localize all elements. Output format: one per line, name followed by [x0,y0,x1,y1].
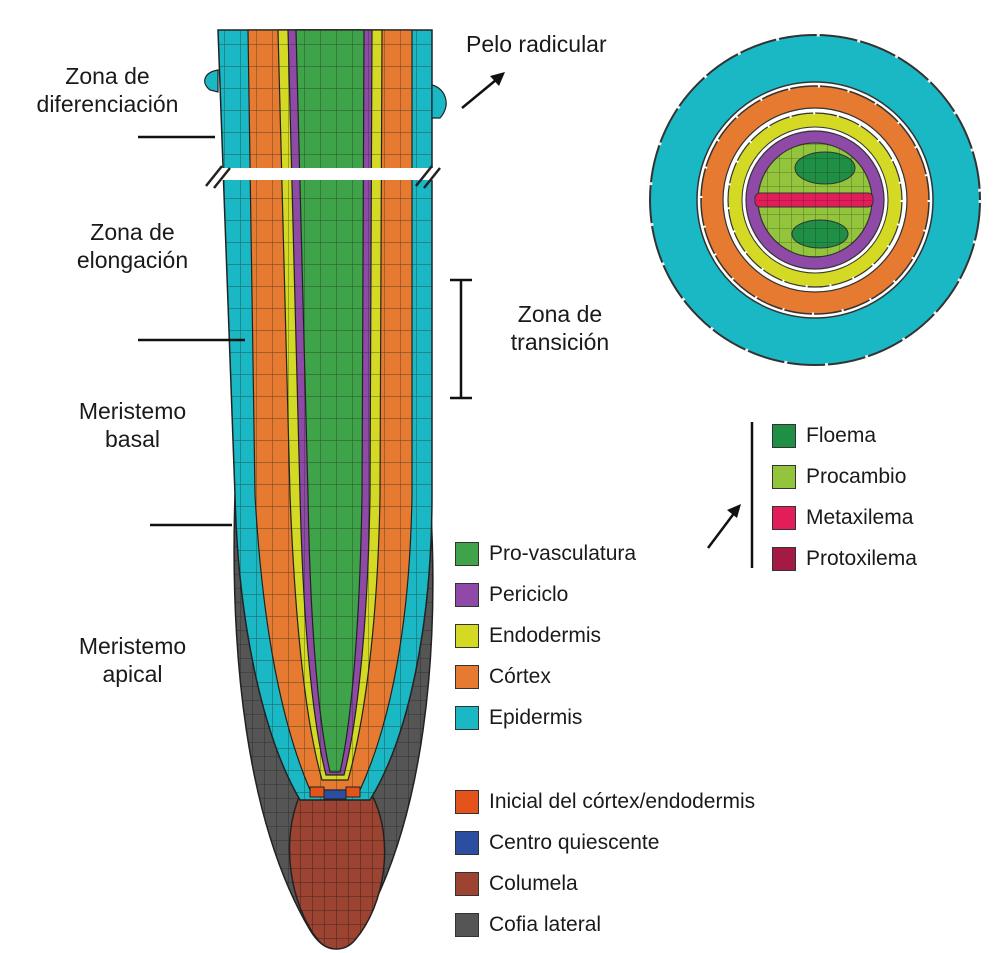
legend-swatch [455,665,479,689]
legend-swatch [455,624,479,648]
legend-item: Inicial del córtex/endodermis [455,790,755,814]
legend-swatch [772,465,796,489]
legend-label: Epidermis [489,706,582,730]
legend-swatch [772,547,796,571]
label-apical-line1: Meristemo [40,632,225,660]
legend-item: Córtex [455,665,551,689]
label-transition-line2: transición [480,328,640,356]
legend-swatch [455,583,479,607]
label-differentiation-zone: Zona de diferenciación [0,62,215,118]
label-basal-meristem: Meristemo basal [40,397,225,453]
legend-label: Periciclo [489,583,568,607]
legend-swatch [455,790,479,814]
label-transition-line1: Zona de [480,300,640,328]
label-basal-line1: Meristemo [40,397,225,425]
cortex-endodermis-initial-left [310,787,324,797]
legend-item: Metaxilema [772,506,913,530]
label-root-hair: Pelo radicular [466,30,607,58]
cross-section [650,35,980,365]
break-gap [210,168,440,180]
legend-label: Pro-vasculatura [489,542,636,566]
legend-swatch [455,706,479,730]
legend-label: Protoxilema [806,547,917,571]
legend-item: Columela [455,872,578,896]
label-elongation-line2: elongación [40,246,225,274]
legend-item: Cofia lateral [455,913,601,937]
label-basal-line2: basal [40,425,225,453]
quiescent-center [324,790,346,799]
legend-item: Periciclo [455,583,568,607]
legend-item: Endodermis [455,624,601,648]
legend-label: Centro quiescente [489,831,659,855]
legend-swatch [455,872,479,896]
label-elongation-zone: Zona de elongación [40,218,225,274]
label-elongation-line1: Zona de [40,218,225,246]
legend-label: Metaxilema [806,506,913,530]
label-apical-line2: apical [40,660,225,688]
legend-label: Córtex [489,665,551,689]
legend-swatch [455,542,479,566]
root-hair-right [432,85,446,118]
label-transition-zone: Zona de transición [480,300,640,356]
legend-swatch [455,913,479,937]
cortex-endodermis-initial-right [346,787,360,797]
label-differentiation-line1: Zona de [0,62,215,90]
label-differentiation-line2: diferenciación [0,90,215,118]
legend-label: Inicial del córtex/endodermis [489,790,755,814]
legend-item: Pro-vasculatura [455,542,636,566]
legend-label: Procambio [806,465,906,489]
legend-label: Columela [489,872,578,896]
legend-item: Centro quiescente [455,831,659,855]
vascular-arrow-head [727,504,741,518]
legend-label: Endodermis [489,624,601,648]
label-apical-meristem: Meristemo apical [40,632,225,688]
legend-item: Floema [772,424,876,448]
legend-swatch [772,506,796,530]
legend-swatch [455,831,479,855]
legend-swatch [772,424,796,448]
legend-item: Protoxilema [772,547,917,571]
legend-item: Procambio [772,465,906,489]
legend-label: Floema [806,424,876,448]
legend-item: Epidermis [455,706,582,730]
transition-bracket [450,280,472,398]
columella-cells [290,795,385,949]
legend-label: Cofia lateral [489,913,601,937]
